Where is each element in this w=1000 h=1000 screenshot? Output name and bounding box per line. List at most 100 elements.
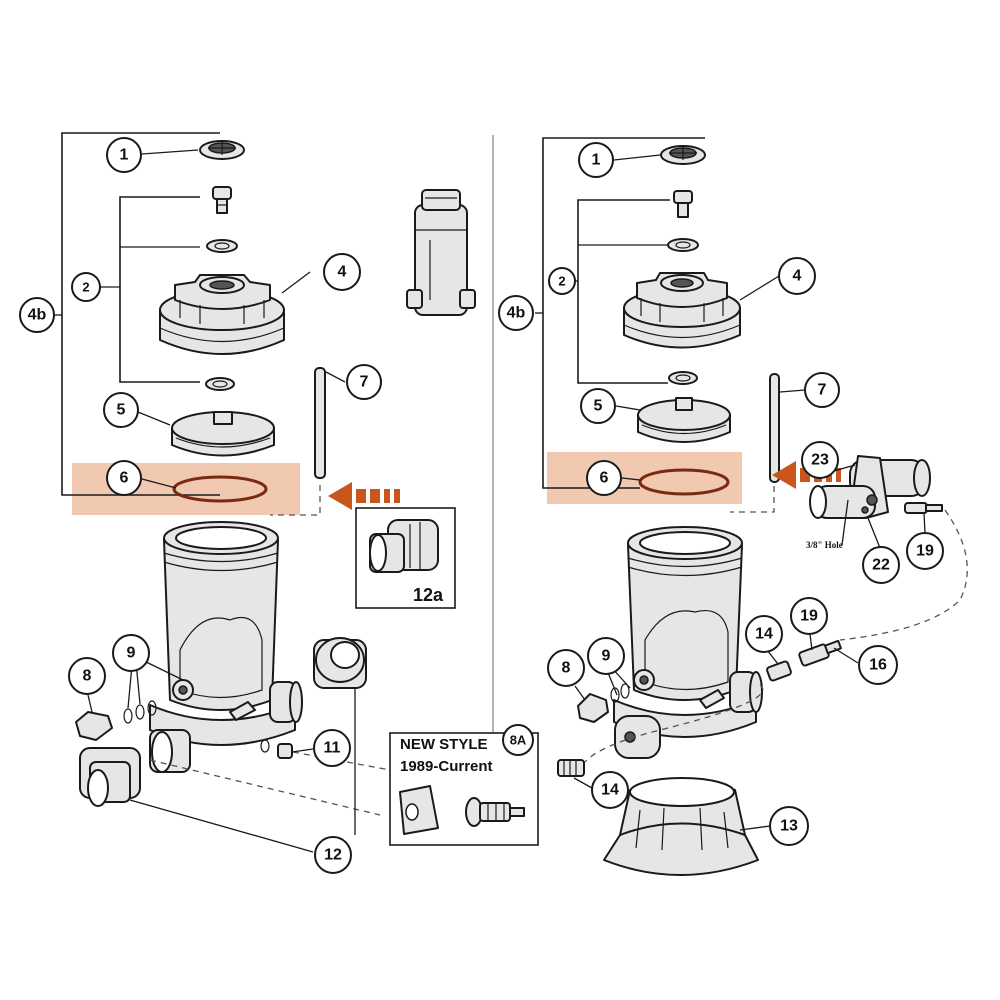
svg-text:8A: 8A <box>510 733 527 748</box>
right-callout-9: 9 <box>587 637 625 675</box>
left-callout-2: 2 <box>71 272 101 302</box>
left-callout-12a: 12a <box>413 585 444 605</box>
left-part-2-knob <box>212 186 232 214</box>
svg-text:16: 16 <box>869 657 887 674</box>
right-callout-19-lower: 19 <box>790 597 828 635</box>
svg-text:8: 8 <box>83 668 92 685</box>
right-part-13-stand <box>603 777 759 876</box>
svg-text:23: 23 <box>811 452 829 469</box>
left-callout-4b: 4b <box>19 297 55 333</box>
svg-text:2: 2 <box>558 274 565 289</box>
left-part-11-plug <box>260 739 293 759</box>
right-part-8-fitting <box>577 683 630 723</box>
svg-text:12: 12 <box>324 847 342 864</box>
svg-text:1: 1 <box>120 147 129 164</box>
right-callout-19-upper: 19 <box>906 532 944 570</box>
left-part-7-rod <box>314 367 326 479</box>
right-hole-label: 3/8" Hole <box>806 540 843 550</box>
right-part-1-cap <box>660 145 706 165</box>
svg-text:22: 22 <box>872 557 890 574</box>
left-highlight-arrow <box>328 482 400 510</box>
new-style-body-piece <box>399 785 439 835</box>
right-callout-7: 7 <box>804 372 840 408</box>
right-part-23-fitting <box>809 455 931 519</box>
svg-text:8: 8 <box>562 660 571 677</box>
svg-text:9: 9 <box>602 648 611 665</box>
svg-text:7: 7 <box>818 382 827 399</box>
right-assembly: 3/8" Hole <box>498 137 968 876</box>
svg-text:4b: 4b <box>28 307 47 324</box>
right-part-6-oring <box>638 468 730 496</box>
right-part-14-fitting-lower <box>557 759 585 777</box>
left-callout-5: 5 <box>103 392 139 428</box>
left-assembled-thumbnail <box>406 189 476 316</box>
right-callout-4: 4 <box>778 257 816 295</box>
new-style-box: NEW STYLE 1989-Current 8A <box>389 724 539 846</box>
svg-text:5: 5 <box>594 398 603 415</box>
svg-text:4: 4 <box>338 264 347 281</box>
left-12a-inset <box>355 507 456 609</box>
left-part-8-fitting <box>75 700 157 741</box>
svg-text:2: 2 <box>82 280 89 295</box>
svg-text:4: 4 <box>793 268 802 285</box>
svg-text:1: 1 <box>592 152 601 169</box>
right-callout-13: 13 <box>769 806 809 846</box>
right-part-5-inner-cap <box>637 397 731 443</box>
svg-text:9: 9 <box>127 645 136 662</box>
new-style-badge-8a: 8A <box>502 724 534 756</box>
right-part-19-fitting-lower <box>798 639 842 667</box>
right-callout-22: 22 <box>862 546 900 584</box>
left-part-body <box>149 521 303 773</box>
left-part-5-inner-cap <box>171 411 275 457</box>
left-2-bracket <box>119 196 200 383</box>
right-part-14-fitting-upper <box>766 660 792 682</box>
svg-text:19: 19 <box>916 543 934 560</box>
right-callout-1: 1 <box>578 142 614 178</box>
svg-text:6: 6 <box>120 470 129 487</box>
right-part-19-fitting-upper <box>904 502 943 514</box>
svg-text:11: 11 <box>324 740 341 757</box>
left-callout-12: 12 <box>314 836 352 874</box>
svg-text:14: 14 <box>601 782 619 799</box>
svg-text:6: 6 <box>600 470 609 487</box>
svg-text:14: 14 <box>755 626 773 643</box>
left-4b-bracket <box>61 132 220 496</box>
new-style-years: 1989-Current <box>400 758 493 775</box>
left-callout-1: 1 <box>106 137 142 173</box>
right-callout-5: 5 <box>580 388 616 424</box>
left-callout-4: 4 <box>323 253 361 291</box>
left-callout-11: 11 <box>313 729 351 767</box>
left-part-12-unions <box>79 637 367 807</box>
right-callout-14-upper: 14 <box>745 615 783 653</box>
left-part-2-washer <box>206 239 238 253</box>
left-callout-9: 9 <box>112 634 150 672</box>
right-part-4-lid <box>623 272 741 349</box>
svg-text:7: 7 <box>360 374 369 391</box>
left-callout-8: 8 <box>68 657 106 695</box>
right-callout-14-lower: 14 <box>591 771 629 809</box>
svg-text:19: 19 <box>800 608 818 625</box>
new-style-fitting <box>465 797 525 827</box>
right-callout-8: 8 <box>547 649 585 687</box>
right-callout-4b: 4b <box>498 295 534 331</box>
svg-text:13: 13 <box>780 818 798 835</box>
left-callout-6: 6 <box>106 460 142 496</box>
left-assembly: 1 2 4b 4 5 6 7 8 9 11 12 12a <box>19 132 476 874</box>
right-callout-2: 2 <box>548 267 576 295</box>
right-callout-16: 16 <box>858 645 898 685</box>
left-part-4-lid <box>159 274 285 355</box>
right-part-2-washer <box>667 238 699 252</box>
right-part-2-knob <box>673 190 693 218</box>
new-style-label: NEW STYLE <box>400 736 488 753</box>
left-part-2-lower-washer <box>205 377 235 391</box>
svg-text:5: 5 <box>117 402 126 419</box>
right-2-bracket <box>577 199 670 384</box>
left-part-6-oring <box>172 475 268 503</box>
right-callout-6: 6 <box>586 460 622 496</box>
svg-text:4b: 4b <box>507 305 526 322</box>
right-part-7-rod <box>769 373 780 483</box>
right-callout-23: 23 <box>801 441 839 479</box>
left-callout-7: 7 <box>346 364 382 400</box>
left-part-1-cap <box>199 140 245 160</box>
